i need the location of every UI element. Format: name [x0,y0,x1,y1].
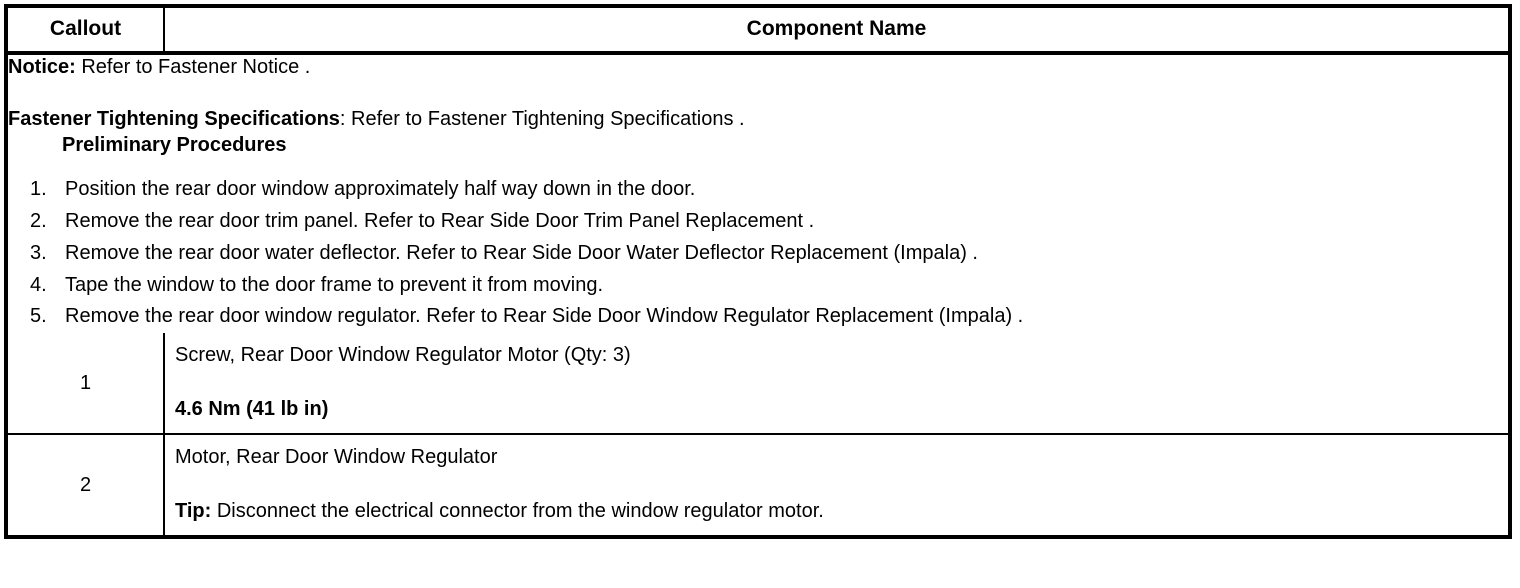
tip-line: Tip: Disconnect the electrical connector… [175,498,1500,524]
list-item: Tape the window to the door frame to pre… [30,270,604,302]
table-header-row: Callout Component Name [6,6,1510,55]
notice-line: Notice: Refer to Fastener Notice . [8,55,1508,81]
list-item: Remove the rear door window regulator. R… [30,301,1024,333]
table-row: 2 Motor, Rear Door Window Regulator Tip:… [6,434,1510,538]
list-item: Remove the rear door trim panel. Refer t… [30,206,815,238]
procedures-cell: Notice: Refer to Fastener Notice . Faste… [6,53,1510,334]
preliminary-steps-list: Position the rear door window approximat… [8,174,1508,333]
list-item: Remove the rear door water deflector. Re… [30,238,978,270]
notice-label: Notice: [8,56,76,78]
table-row: 1 Screw, Rear Door Window Regulator Moto… [6,333,1510,436]
fastener-spec-label: Fastener Tightening Specifications [8,107,340,130]
callout-number: 2 [6,434,165,538]
callout-description: Motor, Rear Door Window Regulator Tip: D… [164,434,1510,538]
tip-label: Tip: [175,500,212,523]
procedures-row: Notice: Refer to Fastener Notice . Faste… [6,53,1510,334]
callout-number: 1 [6,333,165,436]
list-item: Position the rear door window approximat… [30,174,696,206]
fastener-spec-text: : Refer to Fastener Tightening Specifica… [339,107,745,130]
component-table: Callout Component Name Notice: Refer to … [4,4,1512,540]
fastener-spec-line: Fastener Tightening Specifications: Refe… [8,107,1508,133]
preliminary-procedures-heading: Preliminary Procedures [62,134,287,157]
column-header-component-name: Component Name [164,6,1510,55]
callout-description: Screw, Rear Door Window Regulator Motor … [164,333,1510,436]
column-header-callout: Callout [6,6,165,55]
tip-text: Disconnect the electrical connector from… [211,500,824,523]
torque-specification: 4.6 Nm (41 lb in) [175,398,329,421]
component-name-text: Screw, Rear Door Window Regulator Motor … [175,344,631,367]
component-name-text: Motor, Rear Door Window Regulator [175,446,498,469]
notice-text: Refer to Fastener Notice . [75,56,311,78]
